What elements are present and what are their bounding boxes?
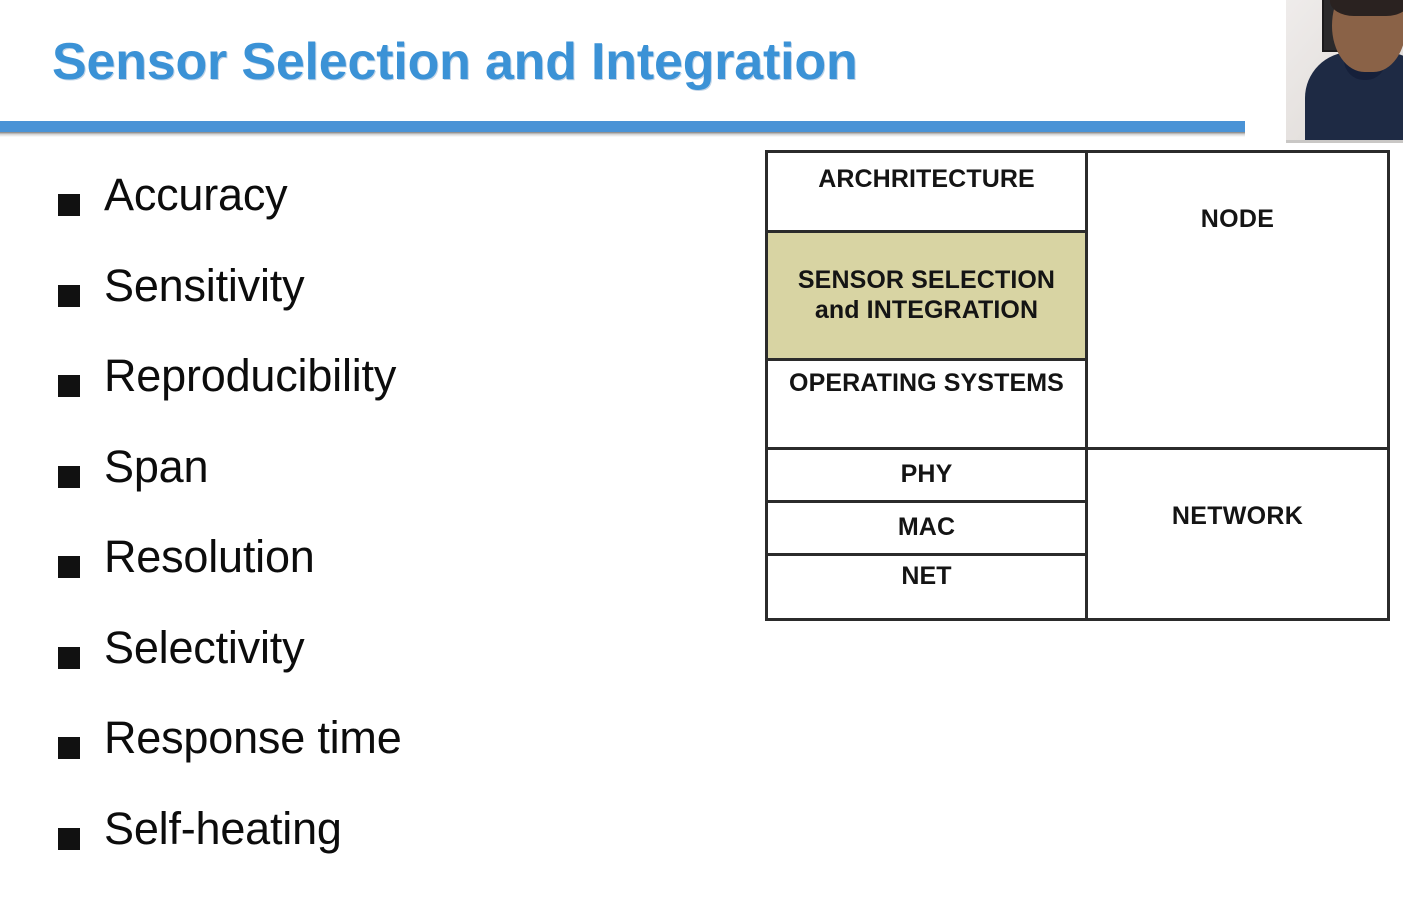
presenter-video-thumbnail[interactable] [1286,0,1403,143]
list-item-label: Selectivity [104,621,305,673]
square-bullet-icon [58,646,80,669]
square-bullet-icon [58,556,80,578]
layer-cell-operating-systems: OPERATING SYSTEMS [768,361,1085,450]
bullet-list: Accuracy Sensitivity Reproducibility Spa… [58,172,698,896]
group-cell-network: NETWORK [1171,502,1304,530]
presenter-hair [1330,0,1403,16]
group-column: NODE NETWORK [1088,153,1387,618]
list-item-label: Sensitivity [104,259,305,311]
list-item-label: Self-heating [104,802,342,854]
page-title: Sensor Selection and Integration [52,33,858,91]
list-item-label: Accuracy [104,169,288,220]
square-bullet-icon [58,737,80,759]
title-underline-bar [0,121,1245,132]
layer-cell-sensor-selection-and-integration: SENSOR SELECTION and INTEGRATION [768,233,1085,361]
list-item: Selectivity [58,625,698,716]
square-bullet-icon [58,827,80,850]
list-item-label: Span [104,440,209,492]
square-bullet-icon [58,284,80,307]
title-underline-shadow [0,132,1245,137]
list-item: Response time [58,715,698,806]
list-item: Sensitivity [58,263,698,354]
square-bullet-icon [58,375,80,397]
square-bullet-icon [58,194,80,216]
list-item: Resolution [58,534,698,625]
list-item-label: Response time [104,712,402,763]
layer-column: ARCHRITECTURE SENSOR SELECTION and INTEG… [768,153,1088,618]
protocol-stack-table: ARCHRITECTURE SENSOR SELECTION and INTEG… [765,150,1390,621]
group-cell-node: NODE [1088,153,1387,450]
square-bullet-icon [58,465,80,488]
list-item: Reproducibility [58,353,698,444]
list-item: Accuracy [58,172,698,263]
webcam-bottom-edge [1286,140,1403,143]
list-item-label: Resolution [104,531,315,582]
list-item: Span [58,444,698,535]
layer-cell-phy: PHY [768,450,1085,503]
layer-cell-architecture: ARCHRITECTURE [768,153,1085,233]
list-item: Self-heating [58,806,698,897]
list-item-label: Reproducibility [104,350,397,401]
layer-cell-net: NET [901,562,952,590]
layer-cell-mac: MAC [768,503,1085,556]
